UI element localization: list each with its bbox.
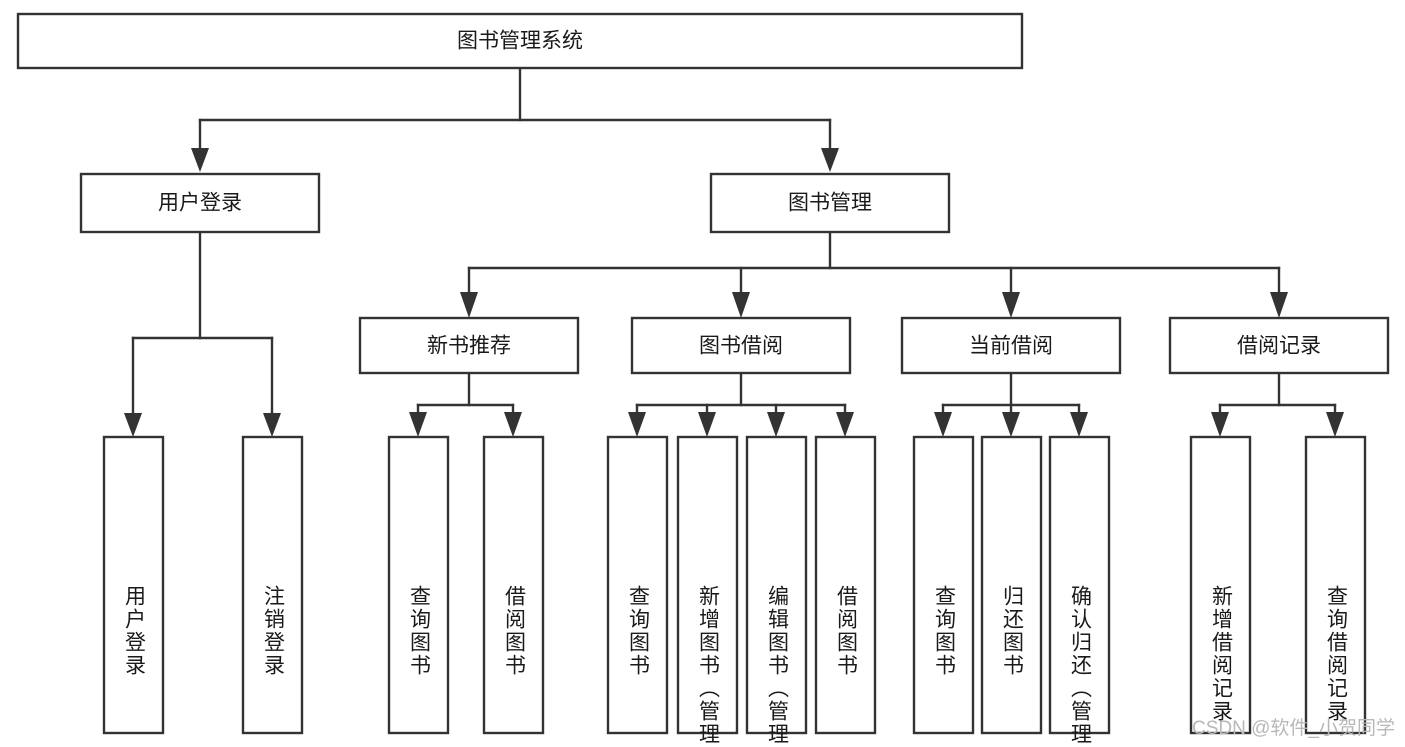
node-leaf-query-borrow-record-box[interactable] bbox=[1304, 435, 1367, 735]
node-current-borrow[interactable]: 当前借阅 bbox=[900, 316, 1122, 375]
node-leaf-return-book-box[interactable] bbox=[980, 435, 1043, 735]
arrowhead-record-child-2 bbox=[1326, 412, 1344, 437]
node-user-login-box[interactable] bbox=[79, 172, 321, 234]
node-book-management[interactable]: 图书管理 bbox=[709, 172, 951, 234]
node-leaf-query-book-2[interactable]: 查询图书 bbox=[606, 435, 669, 735]
arrowhead-borrow-child-4 bbox=[836, 412, 854, 437]
node-borrow-record[interactable]: 借阅记录 bbox=[1168, 316, 1390, 375]
node-root-system[interactable]: 图书管理系统 bbox=[16, 12, 1024, 70]
node-leaf-query-book-3[interactable]: 查询图书 bbox=[912, 435, 975, 735]
node-leaf-borrow-book-1-label: 借阅图书 bbox=[503, 585, 527, 677]
node-leaf-add-book-admin-label: 新增图书（管理员） bbox=[697, 585, 721, 747]
node-new-book-recommend-label: 新书推荐 bbox=[427, 335, 511, 358]
arrowhead-newbook-child-2 bbox=[504, 412, 522, 437]
arrowhead-newbook-child-1 bbox=[409, 412, 427, 437]
node-leaf-logout[interactable]: 注销登录 bbox=[241, 435, 304, 735]
node-leaf-user-login-box[interactable] bbox=[102, 435, 165, 735]
arrowhead-current-child-2 bbox=[1002, 412, 1020, 437]
node-current-borrow-label: 当前借阅 bbox=[969, 335, 1053, 358]
node-leaf-borrow-book-1[interactable]: 借阅图书 bbox=[482, 435, 545, 735]
arrowhead-user-login bbox=[191, 148, 209, 172]
node-leaf-add-borrow-record[interactable]: 新增借阅记录 bbox=[1189, 435, 1252, 735]
arrowhead-leaf-user-login bbox=[124, 413, 142, 437]
node-leaf-query-borrow-record[interactable]: 查询借阅记录 bbox=[1304, 435, 1367, 735]
node-book-borrow-box[interactable] bbox=[630, 316, 852, 375]
node-leaf-user-login[interactable]: 用户登录 bbox=[102, 435, 165, 735]
node-leaf-confirm-return-admin-label: 确认归还（管理员） bbox=[1069, 585, 1093, 747]
node-leaf-confirm-return-admin[interactable]: 确认归还（管理员） bbox=[1048, 435, 1111, 747]
node-leaf-logout-box[interactable] bbox=[241, 435, 304, 735]
node-leaf-edit-book-admin-box[interactable] bbox=[745, 435, 808, 735]
node-leaf-query-book-2-box[interactable] bbox=[606, 435, 669, 735]
node-leaf-add-borrow-record-label: 新增借阅记录 bbox=[1210, 585, 1234, 723]
node-leaf-borrow-book-1-box[interactable] bbox=[482, 435, 545, 735]
node-leaf-add-borrow-record-box[interactable] bbox=[1189, 435, 1252, 735]
node-leaf-borrow-book-2[interactable]: 借阅图书 bbox=[814, 435, 877, 735]
node-leaf-add-book-admin-box[interactable] bbox=[676, 435, 739, 735]
node-leaf-query-book-1-box[interactable] bbox=[387, 435, 450, 735]
arrowhead-borrow-child-3 bbox=[767, 412, 785, 437]
arrowhead-new-book-rec bbox=[460, 292, 478, 318]
arrowhead-borrow-record bbox=[1270, 292, 1288, 318]
node-leaf-return-book-label: 归还图书 bbox=[1001, 585, 1025, 677]
node-book-management-box[interactable] bbox=[709, 172, 951, 234]
node-leaf-query-book-1-label: 查询图书 bbox=[408, 585, 432, 677]
arrowhead-leaf-logout bbox=[263, 413, 281, 437]
node-leaf-add-book-admin[interactable]: 新增图书（管理员） bbox=[676, 435, 739, 747]
arrowhead-current-borrow bbox=[1002, 292, 1020, 318]
node-new-book-recommend[interactable]: 新书推荐 bbox=[358, 316, 580, 375]
node-new-book-recommend-box[interactable] bbox=[358, 316, 580, 375]
node-leaf-query-book-3-box[interactable] bbox=[912, 435, 975, 735]
node-book-management-label: 图书管理 bbox=[788, 192, 872, 215]
node-leaf-query-book-2-label: 查询图书 bbox=[627, 585, 651, 677]
node-leaf-confirm-return-admin-box[interactable] bbox=[1048, 435, 1111, 735]
node-leaf-query-book-1[interactable]: 查询图书 bbox=[387, 435, 450, 735]
node-user-login-label: 用户登录 bbox=[158, 192, 242, 215]
node-leaf-borrow-book-2-label: 借阅图书 bbox=[835, 585, 859, 677]
node-book-borrow[interactable]: 图书借阅 bbox=[630, 316, 852, 375]
node-leaf-return-book[interactable]: 归还图书 bbox=[980, 435, 1043, 735]
arrowhead-record-child-1 bbox=[1211, 412, 1229, 437]
node-leaf-query-borrow-record-label: 查询借阅记录 bbox=[1325, 585, 1349, 723]
arrowhead-book-mgmt bbox=[821, 148, 839, 172]
node-book-borrow-label: 图书借阅 bbox=[699, 335, 783, 358]
node-leaf-query-book-3-label: 查询图书 bbox=[933, 585, 957, 677]
arrowhead-current-child-3 bbox=[1070, 412, 1088, 437]
node-leaf-user-login-label: 用户登录 bbox=[123, 585, 147, 677]
connector-layer bbox=[124, 66, 1344, 437]
node-root-system-box[interactable] bbox=[16, 12, 1024, 70]
node-user-login[interactable]: 用户登录 bbox=[79, 172, 321, 234]
arrowhead-borrow-child-2 bbox=[698, 412, 716, 437]
node-borrow-record-box[interactable] bbox=[1168, 316, 1390, 375]
node-leaf-edit-book-admin[interactable]: 编辑图书（管理员） bbox=[745, 435, 808, 747]
arrowhead-borrow-child-1 bbox=[628, 412, 646, 437]
node-leaf-logout-label: 注销登录 bbox=[262, 585, 286, 677]
node-leaf-borrow-book-2-box[interactable] bbox=[814, 435, 877, 735]
node-borrow-record-label: 借阅记录 bbox=[1237, 335, 1321, 358]
node-root-system-label: 图书管理系统 bbox=[457, 30, 583, 53]
node-leaf-edit-book-admin-label: 编辑图书（管理员） bbox=[766, 585, 790, 747]
arrowhead-book-borrow bbox=[732, 292, 750, 318]
node-current-borrow-box[interactable] bbox=[900, 316, 1122, 375]
arrowhead-current-child-1 bbox=[934, 412, 952, 437]
